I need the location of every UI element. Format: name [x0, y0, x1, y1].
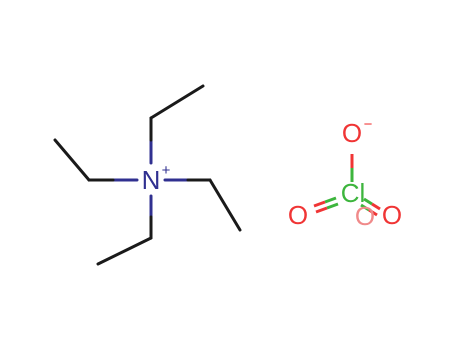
oxygen-top-charge-label: − [364, 116, 373, 133]
bond-upper-ch2-ch3 [149, 84, 205, 120]
bond-cl-o-left-b-cl-half [326, 202, 339, 210]
tetraethylammonium-cation [53, 84, 242, 266]
perchlorate-anion [313, 154, 381, 217]
chlorine-atom-label: Cl [341, 178, 366, 208]
nitrogen-atom-label: N [142, 165, 161, 195]
oxygen-top-atom-label: O [342, 118, 362, 148]
bond-cl-o-right-b-cl-half [360, 203, 370, 212]
oxygen-left-atom-label: O [288, 200, 308, 230]
bond-cl-o-right-a-cl-half [363, 197, 373, 206]
bond-right-ch2-ch3 [208, 178, 242, 232]
oxygen-back-atom-label: O [355, 201, 375, 231]
bond-cl-o-right-a-o-half [371, 202, 381, 211]
bond-cl-o-left-b-o-half [315, 206, 328, 214]
bond-cl-o-left-a-cl-half [324, 196, 337, 204]
nitrogen-charge-label: + [162, 162, 171, 179]
bond-left-ch2-ch3 [53, 138, 91, 182]
bond-cl-o-right-b-o-half [368, 208, 378, 217]
bond-lower-ch2-ch3 [96, 236, 153, 266]
bond-cl-o-left-a-o-half [313, 200, 326, 208]
oxygen-right-atom-label: O [382, 200, 402, 230]
